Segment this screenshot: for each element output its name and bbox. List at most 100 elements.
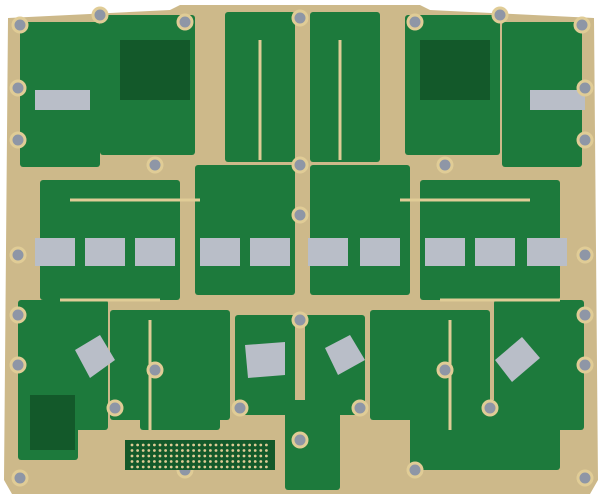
connector-pin	[231, 449, 235, 452]
connector-pin	[253, 460, 257, 463]
connector-pin	[203, 460, 207, 463]
solder-mask-block	[410, 400, 560, 470]
connector-pin	[181, 443, 184, 447]
shield-pad	[308, 238, 348, 266]
mounting-hole	[146, 361, 164, 379]
mounting-hole	[291, 431, 309, 449]
solder-mask-block	[310, 12, 380, 162]
solder-mask-block	[370, 310, 490, 420]
connector-pin	[203, 465, 207, 469]
connector-pin	[147, 465, 151, 469]
connector-pin	[248, 449, 252, 452]
connector-pin	[259, 449, 263, 452]
connector-pin	[141, 449, 145, 452]
mounting-hole	[9, 356, 27, 374]
connector-pin	[197, 443, 201, 447]
connector-pin	[214, 465, 218, 469]
connector-pin	[242, 449, 246, 452]
connector-pin	[237, 465, 240, 469]
connector-pin	[209, 460, 212, 463]
shield-pad	[527, 238, 567, 266]
connector-pin	[147, 443, 151, 447]
mounting-hole	[436, 361, 454, 379]
connector-pin	[175, 454, 179, 458]
connector-pin	[209, 443, 212, 447]
connector-pin	[253, 454, 257, 458]
mounting-hole	[91, 6, 109, 24]
mounting-hole	[406, 461, 424, 479]
mounting-hole	[231, 399, 249, 417]
connector-pin	[175, 449, 179, 452]
connector-pin	[197, 465, 201, 469]
connector-pin	[153, 454, 156, 458]
connector-pin	[203, 449, 207, 452]
mounting-holes	[9, 6, 594, 487]
shield-pad	[325, 335, 365, 375]
connector-pin	[242, 454, 246, 458]
connector-pin	[225, 465, 229, 469]
connector-pin	[186, 465, 190, 469]
connector-pin	[164, 465, 168, 469]
shield-pad	[250, 238, 290, 266]
connector-pin	[147, 460, 151, 463]
connector-pin	[136, 449, 140, 452]
ic-component-area	[420, 40, 490, 100]
connector-pin	[169, 460, 173, 463]
connector-pin	[225, 443, 229, 447]
connector-pin	[169, 465, 173, 469]
connector-pin	[220, 443, 224, 447]
connector-pin	[153, 465, 156, 469]
connector-pin	[242, 460, 246, 463]
shield-pad	[35, 90, 90, 110]
mounting-hole	[351, 399, 369, 417]
connector-pin	[225, 460, 229, 463]
mounting-hole	[9, 306, 27, 324]
mounting-hole	[576, 131, 594, 149]
connector-pin	[181, 465, 184, 469]
connector-pin	[265, 449, 268, 452]
connector-pin	[158, 449, 162, 452]
mounting-hole	[576, 469, 594, 487]
solder-mask-block	[310, 165, 410, 295]
connector-pin	[248, 443, 252, 447]
connector-pin	[237, 443, 240, 447]
connector-pin	[164, 449, 168, 452]
connector-pin	[265, 443, 268, 447]
solder-mask-block	[140, 380, 220, 430]
connector-pin	[265, 454, 268, 458]
connector-pin	[237, 460, 240, 463]
connector-pin	[225, 449, 229, 452]
connector-pin	[130, 443, 134, 447]
connector-pin	[197, 449, 201, 452]
connector-pin	[231, 443, 235, 447]
connector-pin	[186, 454, 190, 458]
connector-pin	[192, 460, 196, 463]
connector-pin	[192, 465, 196, 469]
connector-pin	[158, 460, 162, 463]
shield-pad	[200, 238, 240, 266]
connector-pin	[141, 460, 145, 463]
connector-pin	[130, 454, 134, 458]
shield-pad	[530, 90, 585, 110]
connector-pin	[220, 460, 224, 463]
mounting-hole	[9, 246, 27, 264]
connector-pin	[209, 454, 212, 458]
connector-pin	[248, 454, 252, 458]
connector-pin	[130, 449, 134, 452]
connector-pin	[175, 465, 179, 469]
mounting-hole	[291, 9, 309, 27]
connector-pin	[265, 465, 268, 469]
connector-pin	[175, 443, 179, 447]
connector-pin	[259, 465, 263, 469]
connector-pin	[209, 449, 212, 452]
mounting-hole	[176, 13, 194, 31]
mounting-hole	[9, 79, 27, 97]
connector-pin	[141, 454, 145, 458]
ic-component-area	[30, 395, 75, 450]
connector-pin	[237, 449, 240, 452]
mounting-hole	[291, 156, 309, 174]
connector-pin	[209, 465, 212, 469]
connector-pin	[158, 465, 162, 469]
connector-pin	[214, 454, 218, 458]
